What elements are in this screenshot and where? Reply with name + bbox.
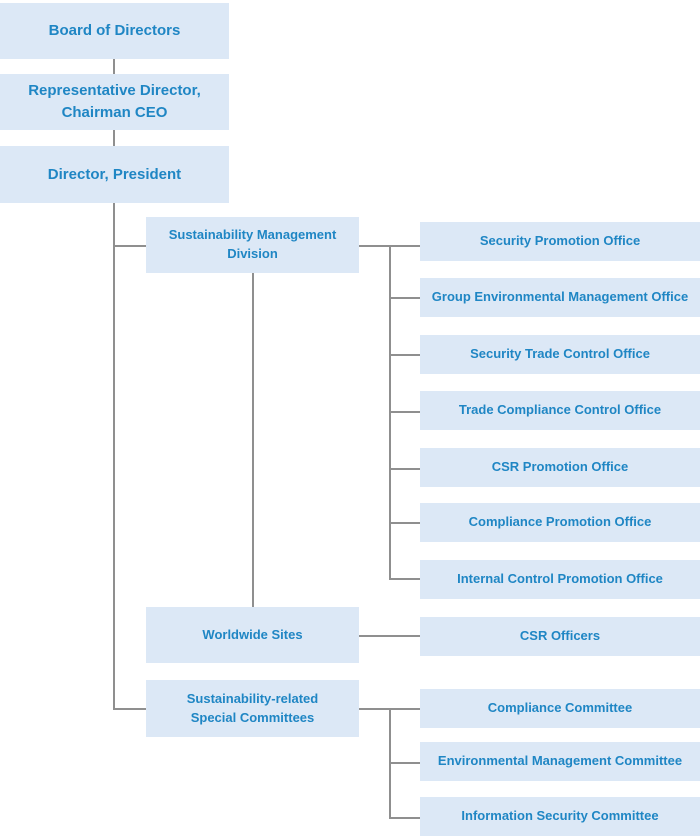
office-label: Security Trade Control Office bbox=[470, 346, 650, 362]
office-box: Security Trade Control Office bbox=[420, 335, 700, 374]
csr-officers-box: CSR Officers bbox=[420, 617, 700, 656]
connector-committee-2 bbox=[389, 762, 420, 764]
committee-label: Environmental Management Committee bbox=[437, 753, 683, 769]
csr-officers-label: CSR Officers bbox=[519, 628, 601, 644]
special-committees-box: Sustainability-related Special Committee… bbox=[146, 680, 359, 737]
connector-office-5 bbox=[389, 468, 420, 470]
connector-office-7 bbox=[389, 578, 420, 580]
connector-trunk-sustainability bbox=[113, 245, 146, 247]
special-committees-label: Sustainability-related Special Committee… bbox=[186, 690, 319, 725]
sustainability-division-label: Sustainability Management Division bbox=[168, 227, 337, 261]
chairman-label: Representative Director, Chairman CEO bbox=[28, 82, 201, 121]
board-of-directors-label: Board of Directors bbox=[48, 22, 181, 40]
connector-sustainability-sites bbox=[252, 273, 254, 607]
office-label: CSR Promotion Office bbox=[491, 459, 629, 475]
sustainability-division-box: Sustainability Management Division bbox=[146, 217, 359, 273]
committee-label: Information Security Committee bbox=[461, 808, 659, 824]
connector-trunk-committees bbox=[113, 708, 146, 710]
worldwide-sites-label: Worldwide Sites bbox=[202, 626, 303, 642]
connector-committee-3 bbox=[389, 817, 420, 819]
committee-box: Information Security Committee bbox=[420, 797, 700, 836]
office-box: CSR Promotion Office bbox=[420, 448, 700, 487]
office-box: Compliance Promotion Office bbox=[420, 503, 700, 542]
office-label: Internal Control Promotion Office bbox=[457, 571, 663, 587]
worldwide-sites-box: Worldwide Sites bbox=[146, 607, 359, 663]
connector-sites-officers bbox=[358, 635, 420, 637]
president-label: Director, President bbox=[47, 165, 182, 183]
office-label: Security Promotion Office bbox=[479, 233, 641, 249]
committee-label: Compliance Committee bbox=[487, 700, 633, 716]
connector-president-trunk bbox=[113, 203, 115, 709]
office-label: Compliance Promotion Office bbox=[468, 514, 652, 530]
chairman-box: Representative Director, Chairman CEO bbox=[0, 74, 229, 130]
committee-box: Compliance Committee bbox=[420, 689, 700, 728]
office-box: Trade Compliance Control Office bbox=[420, 391, 700, 430]
connector-office-4 bbox=[389, 411, 420, 413]
connector-board-chairman bbox=[113, 59, 115, 74]
board-of-directors-box: Board of Directors bbox=[0, 3, 229, 59]
office-label: Group Environmental Management Office bbox=[431, 289, 689, 305]
connector-office-3 bbox=[389, 354, 420, 356]
president-box: Director, President bbox=[0, 146, 229, 203]
connector-chairman-president bbox=[113, 130, 115, 146]
office-box: Group Environmental Management Office bbox=[420, 278, 700, 317]
committee-box: Environmental Management Committee bbox=[420, 742, 700, 781]
office-label: Trade Compliance Control Office bbox=[458, 402, 662, 418]
connector-office-2 bbox=[389, 297, 420, 299]
office-box: Security Promotion Office bbox=[420, 222, 700, 261]
connector-office-6 bbox=[389, 522, 420, 524]
office-box: Internal Control Promotion Office bbox=[420, 560, 700, 599]
